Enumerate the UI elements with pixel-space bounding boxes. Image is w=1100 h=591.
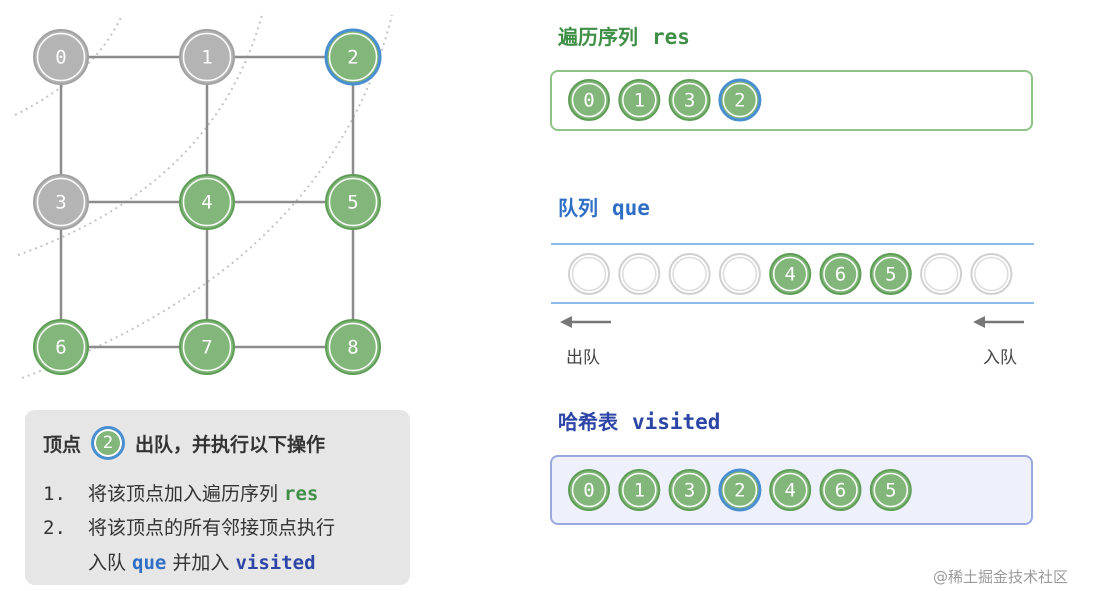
visited-item-3-label: 3 — [684, 480, 695, 502]
queue-slot-empty-2 — [668, 253, 711, 295]
res-box — [550, 70, 1033, 131]
queue-title-code: que — [611, 196, 650, 220]
step-line-1: 1. 将该顶点加入遍历序列 res — [43, 479, 318, 506]
res-item-3-label: 3 — [684, 90, 695, 112]
visited-item-2-label: 2 — [734, 480, 745, 502]
graph-node-1-label: 1 — [201, 47, 212, 69]
step-title-prefix: 顶点 — [43, 433, 82, 456]
res-item-2-label: 2 — [734, 90, 745, 112]
enqueue-label: 入队 — [983, 348, 1017, 368]
watermark: @稀土掘金技术社区 — [933, 568, 1069, 586]
queue-item-4-label: 4 — [784, 264, 795, 286]
visited-title-text: 哈希表 — [558, 410, 618, 434]
res-title: 遍历序列 res — [558, 21, 690, 50]
queue-slot-empty-1 — [618, 253, 661, 295]
dequeue-label: 出队 — [566, 348, 600, 368]
graph-node-3: 3 — [33, 174, 89, 230]
step-line-3-text-a: 入队 — [88, 552, 133, 574]
visited-set: 0 1 3 2 4 6 5 — [568, 468, 912, 512]
queue-item-4: 4 — [769, 253, 812, 295]
graph-node-2: 2 — [324, 28, 382, 86]
visited-item-4: 4 — [769, 469, 812, 511]
graph-node-6: 6 — [33, 319, 89, 375]
res-title-text: 遍历序列 — [558, 25, 638, 49]
visited-title: 哈希表 visited — [558, 406, 720, 435]
graph-node-5-label: 5 — [347, 192, 358, 214]
visited-item-1: 1 — [618, 469, 661, 511]
graph-node-3-label: 3 — [55, 192, 66, 214]
step-explanation-box — [25, 410, 410, 585]
visited-item-5: 5 — [869, 469, 912, 511]
bfs-layer-arcs — [14, 14, 393, 379]
visited-item-4-label: 4 — [784, 480, 795, 502]
step-line-2-text: 将该顶点的所有邻接顶点执行 — [88, 517, 336, 539]
graph-node-5: 5 — [325, 174, 381, 230]
res-item-1-label: 1 — [634, 90, 645, 112]
step-line-3-code-visited: visited — [235, 552, 316, 574]
step-line-1-text: 将该顶点加入遍历序列 — [88, 483, 285, 505]
res-item-1: 1 — [618, 79, 661, 121]
res-item-0: 0 — [568, 79, 610, 121]
step-line-3-text-b: 并加入 — [166, 552, 236, 574]
visited-item-0-label: 0 — [583, 480, 594, 502]
queue-item-6-label: 6 — [835, 264, 846, 286]
step-title-suffix: 出队，并执行以下操作 — [135, 433, 326, 456]
graph-node-0-label: 0 — [55, 47, 66, 69]
bfs-layer-arc-1 — [17, 14, 263, 256]
graph-nodes: 0 1 2 3 4 5 6 7 8 — [33, 28, 382, 375]
visited-item-6: 6 — [819, 469, 862, 511]
graph-node-7: 7 — [179, 319, 235, 375]
res-sequence: 0 1 3 2 — [568, 78, 762, 122]
dequeue-arrow-icon — [560, 316, 611, 328]
queue-slot-empty-7 — [920, 253, 963, 295]
graph-node-8: 8 — [325, 319, 381, 375]
visited-item-6-label: 6 — [835, 480, 846, 502]
step-title: 顶点 2 出队，并执行以下操作 — [43, 426, 325, 460]
graph-node-8-label: 8 — [347, 337, 358, 359]
visited-item-2: 2 — [718, 468, 762, 512]
queue-slot-empty-3 — [718, 253, 761, 295]
bfs-layer-arc-2 — [21, 14, 393, 379]
graph-node-2-label: 2 — [347, 47, 358, 69]
step-line-2-number: 2. — [43, 517, 66, 539]
queue-slots: 4 6 5 — [568, 253, 1013, 295]
res-title-code: res — [651, 25, 690, 49]
visited-item-5-label: 5 — [885, 480, 896, 502]
queue-slot-empty-0 — [568, 253, 610, 295]
current-vertex-badge: 2 — [91, 426, 126, 460]
res-item-0-label: 0 — [583, 90, 594, 112]
queue-item-6: 6 — [819, 253, 862, 295]
step-line-3: 入队 que 并加入 visited — [88, 548, 316, 575]
step-line-3-code-que: que — [132, 552, 167, 574]
queue-slot-empty-8 — [970, 253, 1013, 295]
res-item-3: 3 — [668, 79, 711, 121]
enqueue-arrow-icon — [973, 316, 1024, 328]
step-line-2: 2. 将该顶点的所有邻接顶点执行 — [43, 513, 335, 540]
queue-item-5-label: 5 — [885, 264, 896, 286]
visited-title-code: visited — [631, 410, 721, 434]
graph-node-7-label: 7 — [201, 337, 212, 359]
graph-node-1: 1 — [179, 29, 235, 85]
queue-title: 队列 que — [558, 192, 650, 221]
queue-item-5: 5 — [869, 253, 912, 295]
step-line-1-number: 1. — [43, 483, 66, 505]
graph-node-6-label: 6 — [55, 337, 66, 359]
visited-item-1-label: 1 — [634, 480, 645, 502]
graph-node-0: 0 — [33, 29, 89, 85]
res-item-2: 2 — [718, 78, 762, 122]
visited-item-3: 3 — [668, 469, 711, 511]
queue-title-text: 队列 — [558, 196, 598, 220]
visited-item-0: 0 — [568, 469, 610, 511]
graph-node-4-label: 4 — [201, 192, 212, 214]
step-line-1-code: res — [284, 483, 319, 505]
graph-node-4: 4 — [179, 174, 235, 230]
